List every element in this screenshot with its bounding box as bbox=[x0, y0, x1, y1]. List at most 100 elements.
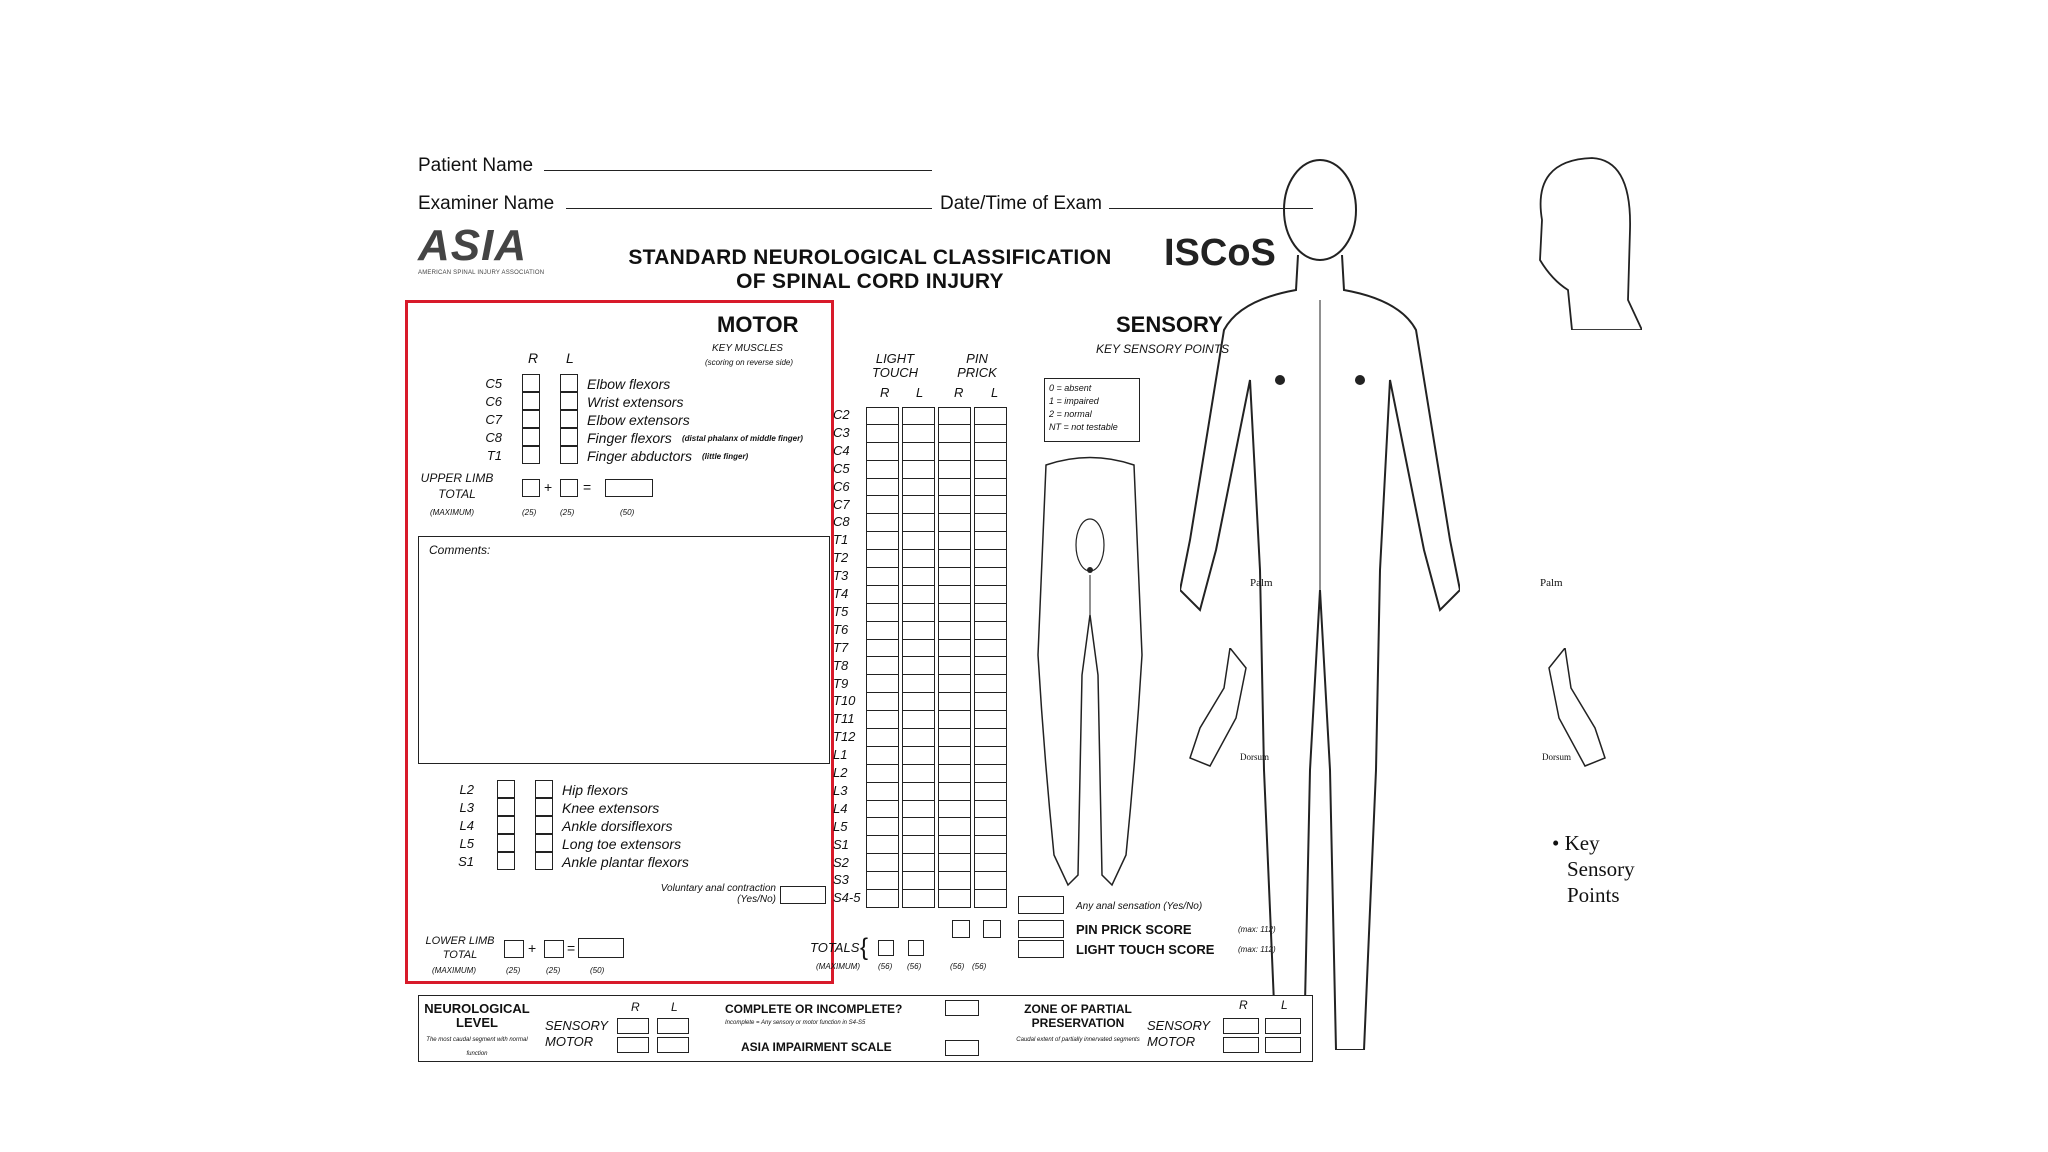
sensory-score-cell[interactable] bbox=[866, 639, 899, 658]
sensory-score-cell[interactable] bbox=[938, 424, 971, 443]
motor-score-box-l[interactable] bbox=[560, 374, 578, 392]
sensory-score-cell[interactable] bbox=[902, 478, 935, 497]
sensory-score-cell[interactable] bbox=[902, 603, 935, 622]
sensory-score-cell[interactable] bbox=[938, 603, 971, 622]
sensory-score-cell[interactable] bbox=[902, 854, 935, 873]
motor-score-box-l[interactable] bbox=[535, 780, 553, 798]
sensory-score-cell[interactable] bbox=[938, 478, 971, 497]
anal-contraction-box[interactable] bbox=[780, 886, 826, 904]
sensory-score-cell[interactable] bbox=[938, 442, 971, 461]
sensory-score-cell[interactable] bbox=[902, 693, 935, 712]
sensory-score-cell[interactable] bbox=[974, 514, 1007, 533]
sensory-score-cell[interactable] bbox=[938, 675, 971, 694]
sensory-score-cell[interactable] bbox=[974, 836, 1007, 855]
sensory-score-cell[interactable] bbox=[902, 585, 935, 604]
sensory-score-cell[interactable] bbox=[866, 621, 899, 640]
sensory-score-cell[interactable] bbox=[974, 568, 1007, 586]
sensory-score-cell[interactable] bbox=[902, 514, 935, 533]
date-time-field[interactable]: Date/Time of Exam bbox=[940, 190, 1314, 215]
zone-sensory-l[interactable] bbox=[1265, 1018, 1301, 1034]
comments-box[interactable]: Comments: bbox=[418, 536, 830, 764]
sensory-score-cell[interactable] bbox=[938, 746, 971, 765]
sensory-score-cell[interactable] bbox=[866, 782, 899, 801]
sensory-score-cell[interactable] bbox=[866, 550, 899, 569]
sensory-score-cell[interactable] bbox=[902, 496, 935, 515]
complete-box[interactable] bbox=[945, 1000, 979, 1016]
zone-sensory-r[interactable] bbox=[1223, 1018, 1259, 1034]
date-time-line[interactable] bbox=[1109, 190, 1314, 209]
sensory-score-cell[interactable] bbox=[902, 764, 935, 783]
pp-total-l[interactable] bbox=[983, 920, 1001, 938]
sensory-score-cell[interactable] bbox=[866, 836, 899, 855]
motor-score-box-l[interactable] bbox=[560, 446, 578, 464]
motor-score-box-l[interactable] bbox=[560, 428, 578, 446]
zone-motor-l[interactable] bbox=[1265, 1037, 1301, 1053]
sensory-score-cell[interactable] bbox=[974, 424, 1007, 443]
sensory-score-cell[interactable] bbox=[938, 836, 971, 855]
sensory-score-cell[interactable] bbox=[974, 657, 1007, 676]
sensory-score-grid[interactable] bbox=[866, 407, 1007, 908]
motor-score-box-r[interactable] bbox=[522, 410, 540, 428]
sensory-score-cell[interactable] bbox=[866, 514, 899, 533]
sensory-score-cell[interactable] bbox=[866, 675, 899, 694]
sensory-score-cell[interactable] bbox=[866, 442, 899, 461]
patient-name-line[interactable] bbox=[544, 152, 933, 171]
upper-total-box-r[interactable] bbox=[522, 479, 540, 497]
sensory-score-cell[interactable] bbox=[866, 729, 899, 747]
motor-score-box-r[interactable] bbox=[497, 834, 515, 852]
sensory-score-cell[interactable] bbox=[974, 585, 1007, 604]
motor-score-box-l[interactable] bbox=[535, 834, 553, 852]
sensory-score-cell[interactable] bbox=[866, 746, 899, 765]
sensory-score-cell[interactable] bbox=[902, 782, 935, 801]
sensory-score-cell[interactable] bbox=[974, 496, 1007, 515]
lower-total-box-sum[interactable] bbox=[578, 938, 624, 958]
lt-total-l[interactable] bbox=[908, 940, 924, 956]
sensory-score-cell[interactable] bbox=[938, 800, 971, 819]
sensory-score-cell[interactable] bbox=[974, 675, 1007, 694]
sensory-score-cell[interactable] bbox=[866, 407, 899, 425]
neuro-motor-r[interactable] bbox=[617, 1037, 649, 1053]
sensory-score-cell[interactable] bbox=[902, 890, 935, 908]
sensory-score-cell[interactable] bbox=[866, 800, 899, 819]
sensory-score-cell[interactable] bbox=[974, 800, 1007, 819]
sensory-score-cell[interactable] bbox=[866, 890, 899, 908]
upper-total-box-l[interactable] bbox=[560, 479, 578, 497]
motor-score-box-r[interactable] bbox=[497, 816, 515, 834]
sensory-score-cell[interactable] bbox=[938, 711, 971, 730]
sensory-score-cell[interactable] bbox=[866, 818, 899, 837]
sensory-score-cell[interactable] bbox=[974, 532, 1007, 551]
motor-score-box-r[interactable] bbox=[522, 374, 540, 392]
motor-score-box-r[interactable] bbox=[497, 798, 515, 816]
sensory-score-cell[interactable] bbox=[902, 818, 935, 837]
sensory-score-cell[interactable] bbox=[866, 872, 899, 891]
sensory-score-cell[interactable] bbox=[866, 603, 899, 622]
sensory-score-cell[interactable] bbox=[974, 782, 1007, 801]
sensory-score-cell[interactable] bbox=[974, 621, 1007, 640]
sensory-score-cell[interactable] bbox=[974, 729, 1007, 747]
lt-total-r[interactable] bbox=[878, 940, 894, 956]
pin-prick-score-box[interactable] bbox=[1018, 920, 1064, 938]
motor-score-box-r[interactable] bbox=[497, 852, 515, 870]
sensory-score-cell[interactable] bbox=[974, 872, 1007, 891]
sensory-score-cell[interactable] bbox=[902, 532, 935, 551]
motor-score-box-l[interactable] bbox=[560, 410, 578, 428]
sensory-score-cell[interactable] bbox=[902, 746, 935, 765]
sensory-score-cell[interactable] bbox=[866, 854, 899, 873]
anal-sensation-box[interactable] bbox=[1018, 896, 1064, 914]
light-touch-score-box[interactable] bbox=[1018, 940, 1064, 958]
sensory-score-cell[interactable] bbox=[974, 746, 1007, 765]
sensory-score-cell[interactable] bbox=[902, 675, 935, 694]
sensory-score-cell[interactable] bbox=[938, 585, 971, 604]
sensory-score-cell[interactable] bbox=[866, 478, 899, 497]
patient-name-field[interactable]: Patient Name bbox=[418, 152, 933, 177]
sensory-score-cell[interactable] bbox=[902, 836, 935, 855]
motor-score-box-l[interactable] bbox=[560, 392, 578, 410]
lower-total-box-l[interactable] bbox=[544, 940, 564, 958]
sensory-score-cell[interactable] bbox=[866, 585, 899, 604]
sensory-score-cell[interactable] bbox=[974, 478, 1007, 497]
motor-score-box-l[interactable] bbox=[535, 816, 553, 834]
sensory-score-cell[interactable] bbox=[902, 568, 935, 586]
sensory-score-cell[interactable] bbox=[902, 800, 935, 819]
sensory-score-cell[interactable] bbox=[938, 729, 971, 747]
sensory-score-cell[interactable] bbox=[974, 550, 1007, 569]
